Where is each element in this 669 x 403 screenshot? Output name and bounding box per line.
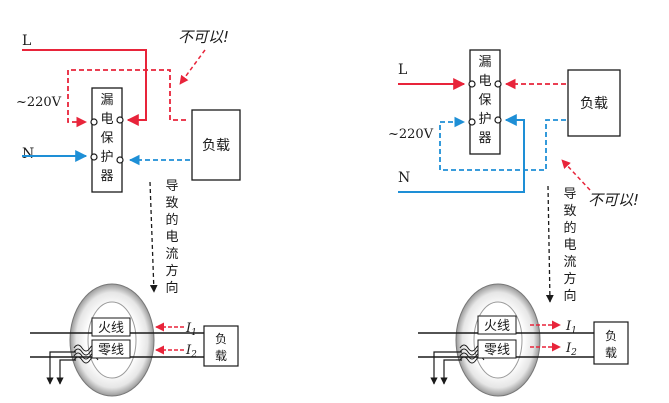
left-voltage-label: ~220V [16,95,62,110]
svg-text:电: 电 [478,74,491,89]
left-load-label: 负载 [202,138,230,154]
svg-text:导: 导 [563,187,576,202]
svg-text:的: 的 [563,220,576,236]
left-i2-label: I [185,343,192,358]
left-i1-label: I [185,321,192,336]
left-neutral-label: N [22,146,34,162]
right-neutral-ct-label: 零线 [484,343,510,358]
left-phase-wire [22,49,147,126]
left-panel: L ~220V N 漏 电 保 护 器 负载 不可以! [16,28,241,397]
right-load-label: 负载 [580,96,608,112]
left-load-box [191,109,241,181]
right-protector-box [469,49,501,155]
right-neutral-wire [398,114,525,193]
right-direction-text: 导 致 的 电 流 方 向 [563,187,576,304]
left-protector-label: 漏 电 保 护 器 [100,92,113,184]
svg-text:流: 流 [165,247,178,262]
svg-text:器: 器 [478,131,491,146]
left-i2-sub: 2 [190,350,197,360]
svg-text:器: 器 [100,169,113,184]
left-red-dashed-loop [67,69,186,128]
svg-text:I1: I1 [185,321,197,338]
svg-text:方: 方 [563,271,576,287]
right-i2-sub: 2 [570,348,577,358]
right-i1-label: I [565,319,572,334]
right-live-label: 火线 [484,319,510,334]
left-phase-label: L [22,33,31,49]
svg-text:漏: 漏 [100,92,113,108]
svg-text:I2: I2 [565,341,577,358]
svg-text:流: 流 [563,255,576,270]
svg-text:I2: I2 [185,343,197,360]
right-phase-label: L [398,62,407,78]
svg-text:电: 电 [100,112,113,127]
svg-text:向: 向 [563,288,576,304]
left-terminals [90,116,124,164]
left-warning-text: 不可以! [178,28,229,46]
svg-text:载: 载 [605,346,617,360]
right-warning-arrow [561,159,591,191]
right-panel: L ~220V N 漏 电 保 护 器 负载 不可以! [388,49,639,397]
left-direction-text: 导 致 的 电 流 方 向 [165,179,178,296]
left-neutral-ct-label: 零线 [98,343,124,358]
left-protector-box [91,87,123,193]
svg-text:保: 保 [100,131,113,146]
svg-text:漏: 漏 [478,54,491,70]
right-neutral-label: N [398,170,410,186]
right-load-box [567,69,621,137]
left-current-transformer: 火线 零线 I1 I2 负 载 [30,283,239,397]
svg-text:电: 电 [165,230,178,245]
right-voltage-label: ~220V [388,127,434,142]
left-direction-arrow [149,181,158,293]
svg-text:导: 导 [165,179,178,194]
left-ct-load-label-2: 载 [215,349,227,363]
svg-text:方: 方 [165,263,178,279]
right-current-transformer: 火线 零线 I1 I2 负 载 [418,283,629,397]
right-protector-label: 漏 电 保 护 器 [478,54,491,146]
right-blue-dashed-loop [439,116,566,171]
left-warning-arrow [179,49,206,85]
svg-text:护: 护 [478,112,491,127]
svg-text:的: 的 [165,212,178,228]
svg-text:负: 负 [605,329,617,343]
svg-text:保: 保 [478,93,491,108]
svg-text:致: 致 [165,196,178,211]
svg-text:I1: I1 [565,319,577,336]
right-warning-text: 不可以! [588,191,639,209]
right-i1-sub: 1 [571,326,577,336]
right-i2-label: I [565,341,572,356]
left-i1-sub: 1 [191,328,197,338]
right-terminals [468,80,502,126]
svg-text:向: 向 [165,280,178,296]
left-ct-load-label-1: 负 [215,332,227,346]
svg-text:致: 致 [563,204,576,219]
svg-text:电: 电 [563,238,576,253]
left-live-label: 火线 [98,321,124,336]
right-direction-arrow [545,185,554,303]
svg-text:护: 护 [100,150,113,165]
